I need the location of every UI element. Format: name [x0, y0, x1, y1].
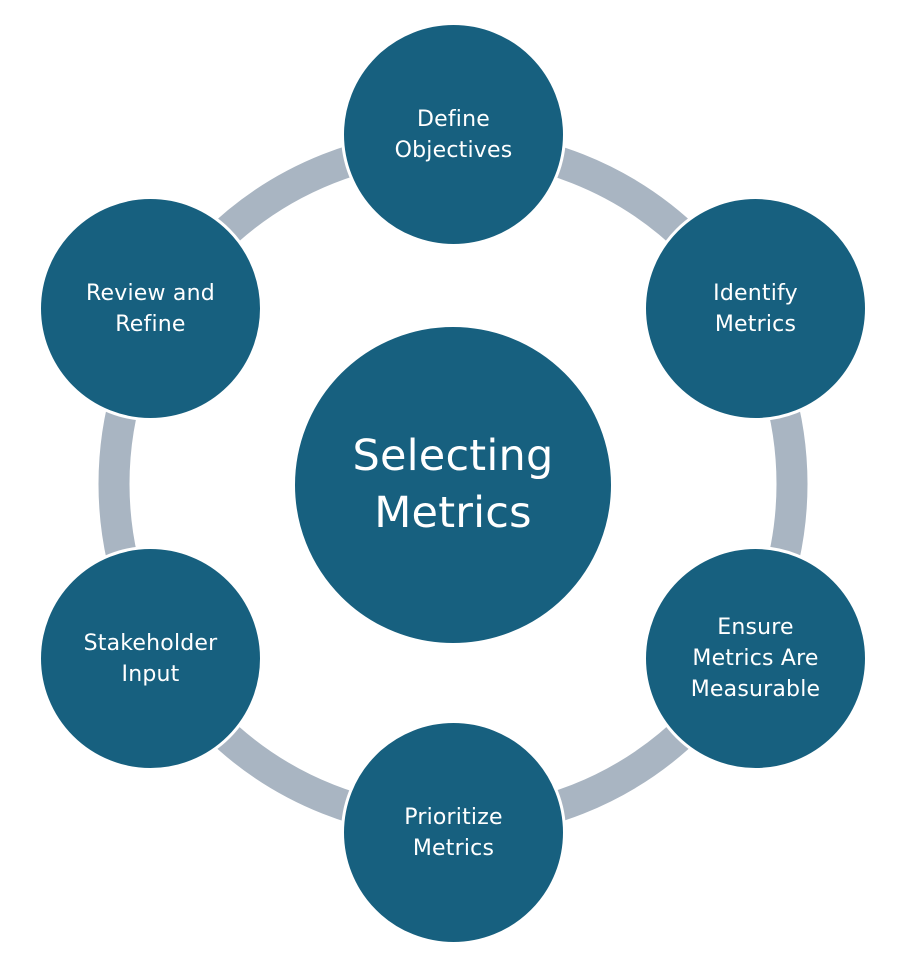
- step-label: Review and Refine: [86, 280, 215, 337]
- step-node-ensure-metrics-are-measurable: Ensure Metrics Are Measurable: [643, 546, 868, 771]
- step-node-stakeholder-input: Stakeholder Input: [38, 546, 263, 771]
- step-label: Stakeholder Input: [83, 630, 218, 687]
- step-label: Identify Metrics: [713, 280, 798, 337]
- step-node-define-objectives: Define Objectives: [341, 22, 566, 247]
- step-node-review-and-refine: Review and Refine: [38, 196, 263, 421]
- center-node: Selecting Metrics: [292, 324, 614, 646]
- step-label: Prioritize Metrics: [404, 804, 503, 861]
- step-label: Ensure Metrics Are Measurable: [690, 615, 821, 702]
- step-node-prioritize-metrics: Prioritize Metrics: [341, 720, 566, 945]
- step-node-identify-metrics: Identify Metrics: [643, 196, 868, 421]
- center-label: Selecting Metrics: [352, 431, 554, 538]
- step-label: Define Objectives: [394, 106, 513, 163]
